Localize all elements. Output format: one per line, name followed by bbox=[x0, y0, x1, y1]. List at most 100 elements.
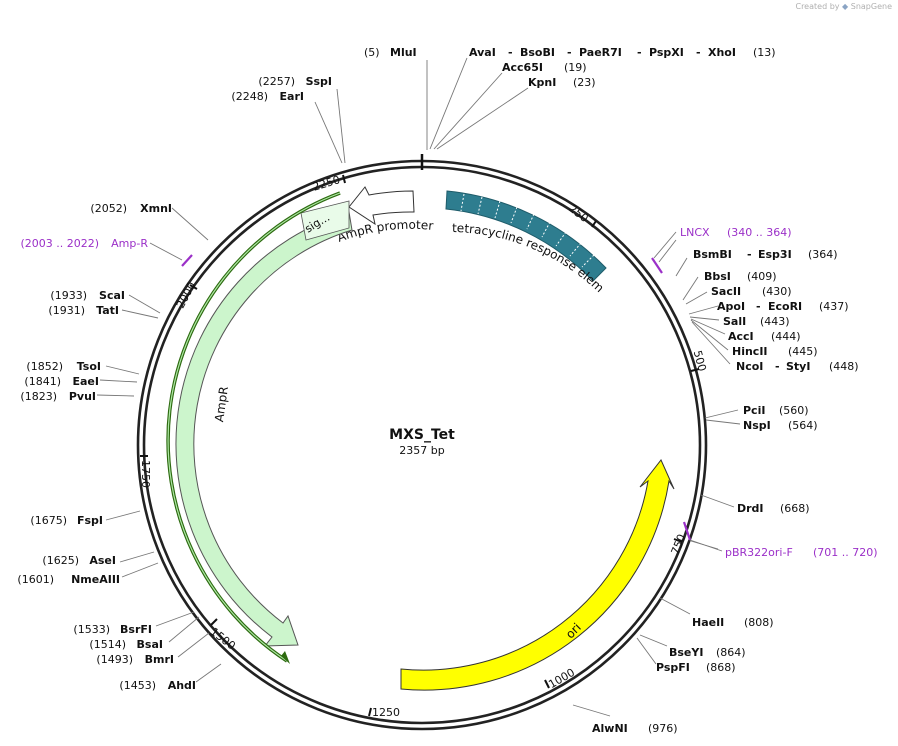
ruler-tick-1250 bbox=[368, 707, 372, 717]
enzyme-alwni[interactable]: AlwNI (976) bbox=[592, 722, 678, 735]
enzyme-position: (1533) bbox=[73, 623, 110, 636]
enzyme-name: TsoI bbox=[77, 360, 101, 373]
ruler-tick-750 bbox=[673, 538, 683, 543]
enzyme-position: (437) bbox=[819, 300, 849, 313]
enzyme-sali[interactable]: SalI (443) bbox=[723, 315, 790, 328]
enzyme-position: (976) bbox=[648, 722, 678, 735]
lncx-marker bbox=[651, 257, 663, 274]
enzyme-name: EcoRI bbox=[768, 300, 802, 313]
enzyme-sacii[interactable]: SacII (430) bbox=[711, 285, 792, 298]
primer-lncx[interactable]: LNCX (340 .. 364) bbox=[680, 226, 792, 239]
enzyme-name: AvaI bbox=[469, 46, 496, 59]
enzyme-position: (444) bbox=[771, 330, 801, 343]
enzyme-name: NmeAIII bbox=[71, 573, 120, 586]
ruler-label-2000: 2000 bbox=[174, 280, 199, 311]
enzyme-eari[interactable]: (2248) EarI bbox=[231, 90, 304, 103]
enzyme-aval[interactable]: AvaI - BsoBI - PaeR7I - PspXI - XhoI (13… bbox=[469, 46, 776, 59]
enzyme-name: Acc65I bbox=[502, 61, 543, 74]
enzyme-name: FspI bbox=[77, 514, 103, 527]
enzyme-name: BseYI bbox=[669, 646, 703, 659]
enzyme-position: (430) bbox=[762, 285, 792, 298]
enzyme-position: (1514) bbox=[89, 638, 126, 651]
enzyme-name: AseI bbox=[89, 554, 116, 567]
enzyme-bsmbi[interactable]: BsmBI - Esp3I (364) bbox=[693, 248, 838, 261]
enzyme-position: (445) bbox=[788, 345, 818, 358]
ruler-tick-2250 bbox=[342, 174, 346, 184]
enzyme-nspi[interactable]: NspI (564) bbox=[743, 419, 818, 432]
ampr-label: AmpR bbox=[212, 385, 231, 422]
enzyme-name: PvuI bbox=[69, 390, 96, 403]
enzyme-name: AccI bbox=[728, 330, 754, 343]
ori-feature: ori bbox=[400, 459, 675, 691]
enzyme-drdi[interactable]: DrdI (668) bbox=[737, 502, 810, 515]
created-by-text: Created by bbox=[795, 2, 840, 11]
plasmid-name: MXS_Tet bbox=[389, 427, 455, 443]
enzyme-position: (2248) bbox=[231, 90, 268, 103]
enzyme-position: (564) bbox=[788, 419, 818, 432]
primer-markers bbox=[181, 254, 692, 541]
enzyme-position: (1493) bbox=[96, 653, 133, 666]
enzyme-name: AlwNI bbox=[592, 722, 628, 735]
enzyme-xmni[interactable]: (2052) XmnI bbox=[90, 202, 172, 215]
enzyme-bmri[interactable]: (1493) BmrI bbox=[96, 653, 174, 666]
enzyme-name: StyI bbox=[786, 360, 810, 373]
primer-name: pBR322ori-F bbox=[725, 546, 793, 559]
primer-pbr322ori-f[interactable]: pBR322ori-F (701 .. 720) bbox=[725, 546, 878, 559]
enzyme-name: BmrI bbox=[145, 653, 174, 666]
enzyme-bseyi[interactable]: BseYI (864) bbox=[669, 646, 746, 659]
enzyme-nmeaiii[interactable]: (1601) NmeAIII bbox=[17, 573, 120, 586]
enzyme-bbsi[interactable]: BbsI (409) bbox=[704, 270, 777, 283]
enzyme-name: PspXI bbox=[649, 46, 684, 59]
enzyme-haeii[interactable]: HaeII (808) bbox=[692, 616, 774, 629]
enzyme-acc65i[interactable]: Acc65I (19) bbox=[502, 61, 587, 74]
primer-amp-r[interactable]: (2003 .. 2022) Amp-R bbox=[20, 237, 148, 250]
enzyme-pspfi[interactable]: PspFI (868) bbox=[656, 661, 736, 674]
enzyme-scai[interactable]: (1933) ScaI bbox=[50, 289, 125, 302]
enzyme-mlui[interactable]: (5) MluI bbox=[364, 46, 417, 59]
enzyme-position: (1453) bbox=[119, 679, 156, 692]
leader-lines bbox=[96, 57, 741, 717]
enzyme-pvui[interactable]: (1823) PvuI bbox=[20, 390, 96, 403]
enzyme-name: NspI bbox=[743, 419, 771, 432]
enzyme-position: (2257) bbox=[258, 75, 295, 88]
enzyme-position: (448) bbox=[829, 360, 859, 373]
enzyme-hincii[interactable]: HincII (445) bbox=[732, 345, 818, 358]
enzyme-position: (19) bbox=[564, 61, 587, 74]
enzyme-position: (409) bbox=[747, 270, 777, 283]
enzyme-name: KpnI bbox=[528, 76, 556, 89]
enzyme-name: SspI bbox=[306, 75, 332, 88]
enzyme-asei[interactable]: (1625) AseI bbox=[42, 554, 116, 567]
ampr-feature: sig... AmpR bbox=[175, 200, 353, 647]
enzyme-eaei[interactable]: (1841) EaeI bbox=[24, 375, 99, 388]
enzyme-name: PciI bbox=[743, 404, 765, 417]
enzyme-name: EarI bbox=[280, 90, 304, 103]
ruler-label-1250: 1250 bbox=[372, 706, 400, 719]
enzyme-name: BsmBI bbox=[693, 248, 732, 261]
enzyme-position: (1933) bbox=[50, 289, 87, 302]
enzyme-bsai[interactable]: (1514) BsaI bbox=[89, 638, 163, 651]
enzyme-acci[interactable]: AccI (444) bbox=[728, 330, 801, 343]
enzyme-position: (1852) bbox=[26, 360, 63, 373]
enzyme-pcii[interactable]: PciI (560) bbox=[743, 404, 809, 417]
enzyme-bsrfi[interactable]: (1533) BsrFI bbox=[73, 623, 152, 636]
enzyme-name: TatI bbox=[96, 304, 119, 317]
enzyme-apoi[interactable]: ApoI - EcoRI (437) bbox=[717, 300, 849, 313]
enzyme-name: - bbox=[567, 46, 572, 59]
enzyme-name: PspFI bbox=[656, 661, 690, 674]
enzyme-position: (443) bbox=[760, 315, 790, 328]
enzyme-ncoi[interactable]: NcoI - StyI (448) bbox=[736, 360, 859, 373]
enzyme-position: (1625) bbox=[42, 554, 79, 567]
enzyme-sspi[interactable]: (2257) SspI bbox=[258, 75, 332, 88]
enzyme-tsoi[interactable]: (1852) TsoI bbox=[26, 360, 101, 373]
enzyme-name: PaeR7I bbox=[579, 46, 622, 59]
enzyme-ahdi[interactable]: (1453) AhdI bbox=[119, 679, 196, 692]
enzyme-position: (1841) bbox=[24, 375, 61, 388]
ampr-primer-arc bbox=[166, 191, 341, 664]
enzyme-name: Esp3I bbox=[758, 248, 792, 261]
enzyme-name: HaeII bbox=[692, 616, 724, 629]
enzyme-kpni[interactable]: KpnI (23) bbox=[528, 76, 596, 89]
ruler-label-1750: 1750 bbox=[139, 460, 152, 488]
enzyme-fspi[interactable]: (1675) FspI bbox=[30, 514, 103, 527]
enzyme-tati[interactable]: (1931) TatI bbox=[48, 304, 119, 317]
